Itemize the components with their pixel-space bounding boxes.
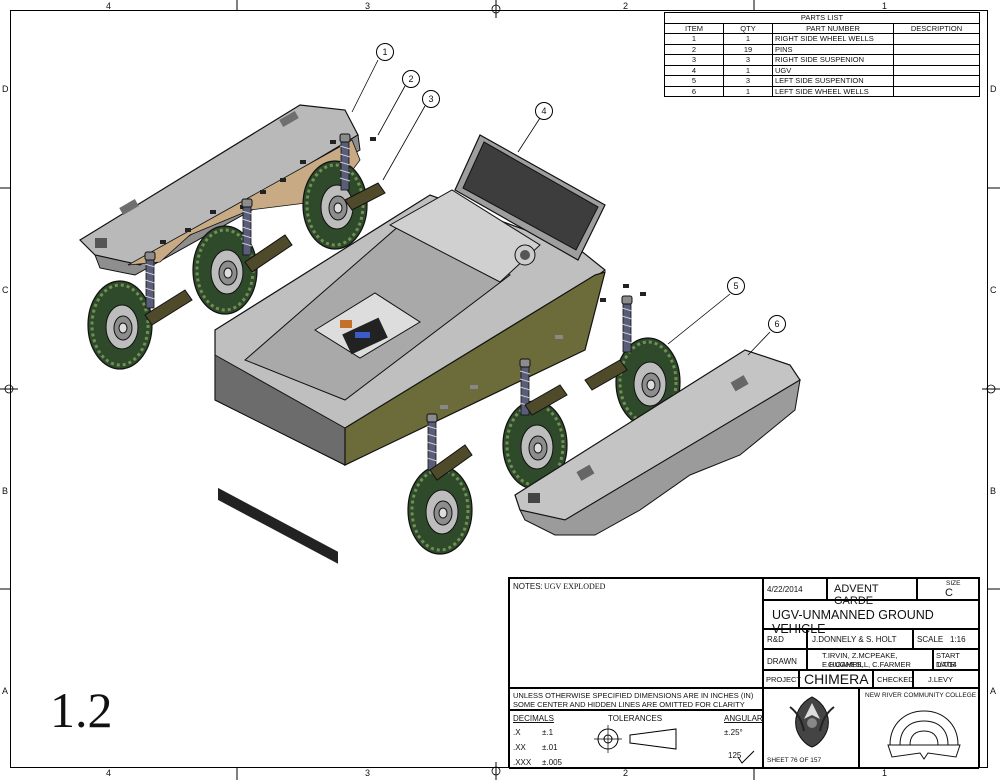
checked-label: CHECKED [877,675,914,684]
checked-value-cell: J.LEVY [913,670,979,688]
item-3-right-side-suspension [86,133,386,371]
project-value: CHIMERA [804,671,869,687]
item-2-pins [160,137,646,302]
start-date-value: 1/7/14 [936,660,957,669]
zone-row-left-D: D [2,84,9,94]
size-cell: SIZE C [917,578,979,600]
zone-row-left-B: B [2,486,9,496]
surface-finish-icon [737,750,755,764]
zone-col-top-2: 2 [623,1,629,11]
balloon-3: 3 [422,90,440,108]
tolerance-place: .X [513,728,521,737]
rd-value-cell: J.DONNELY & S. HOLT [807,629,913,649]
item-description [893,85,980,97]
zone-row-left-C: C [2,285,9,295]
griffin-logo-icon [789,696,835,748]
rd-label: R&D [767,635,784,644]
scale-value: 1:16 [950,635,966,644]
checked-value: J.LEVY [928,675,954,684]
start-date-cell: START DATE 1/7/14 [933,649,979,670]
projection-symbol-icon [594,725,677,753]
drawn-names-line-2: C.GAMBILL, C.FARMER [828,660,911,669]
sheet-label: 1.2 [50,682,113,738]
notes-label: NOTES: [513,582,543,591]
college-name: NEW RIVER COMMUNITY COLLEGE [865,692,977,699]
dimension-note-1: UNLESS OTHERWISE SPECIFIED DIMENSIONS AR… [513,691,754,700]
dimension-note-2: SOME CENTER AND HIDDEN LINES ARE OMITTED… [513,700,745,709]
scale-cell: SCALE 1:16 [913,629,979,649]
college-cell: NEW RIVER COMMUNITY COLLEGE [859,688,979,769]
sheet-count: SHEET 76 OF 157 [767,757,822,764]
tolerance-place: .XXX [513,758,532,767]
zone-row-right-D: D [990,84,997,94]
drawn-label-cell: DRAWN [763,649,807,670]
date-cell: 4/22/2014 [763,578,827,600]
drawn-value-cell: T.IRVIN, Z.MCPEAKE, E.HUGHES, C.GAMBILL,… [807,649,933,670]
parts-list-table: PARTS LIST ITEM QTY PART NUMBER DESCRIPT… [664,12,980,97]
balloon-6: 6 [768,315,786,333]
project-value-cell: CHIMERA [799,670,873,688]
drawn-label: DRAWN [767,657,797,666]
tolerances-label: TOLERANCES [608,714,663,723]
zone-col-top-4: 4 [106,1,112,11]
balloon-leaders [351,59,771,356]
tolerance-value: ±.1 [542,728,554,737]
rd-label-cell: R&D [763,629,807,649]
decimals-label: DECIMALS [513,714,554,723]
college-seal-icon [887,710,961,760]
zone-col-bottom-4: 4 [106,768,112,778]
title-cell: UGV-UNMANNED GROUND VEHICLE [763,600,979,636]
item-4-ugv-body [214,134,606,564]
zone-row-right-A: A [990,686,997,696]
zone-col-bottom-3: 3 [365,768,371,778]
exploded-assembly-view [79,59,801,564]
logo-cell: SHEET 76 OF 157 [763,688,859,769]
rd-value: J.DONNELY & S. HOLT [812,635,897,644]
item-5-left-side-suspension [406,295,682,556]
company-name: ADVENT GARDE [834,583,879,607]
tolerance-value: ±.01 [542,743,558,752]
checked-label-cell: CHECKED [873,670,914,688]
zone-row-left-A: A [2,686,9,696]
zone-row-right-C: C [990,285,997,295]
item-6-left-wheel-wells [514,349,801,536]
surface-finish-value: 125 [728,751,742,760]
tolerance-value: ±.005 [542,758,562,767]
drawing-date: 4/22/2014 [767,585,803,594]
company-cell: ADVENT GARDE [827,578,917,607]
balloon-1: 1 [376,43,394,61]
dimension-notes-box: UNLESS OTHERWISE SPECIFIED DIMENSIONS AR… [509,688,763,710]
zone-row-right-B: B [990,486,997,496]
notes-box: NOTES: UGV EXPLODED [509,578,763,688]
zone-col-top-3: 3 [365,1,371,11]
scale-label: SCALE [917,635,944,644]
size-label: SIZE [946,580,961,587]
start-date-label: START DATE [936,651,960,669]
balloon-2: 2 [402,70,420,88]
angular-value: ±.25° [724,728,743,737]
title-block: NOTES: UGV EXPLODED UNLESS OTHERWISE SPE… [508,577,980,769]
drawn-names-line-1: T.IRVIN, Z.MCPEAKE, E.HUGHES, [822,651,898,669]
angular-label: ANGULAR [724,714,763,723]
size-value: C [945,587,953,599]
zone-col-bottom-2: 2 [623,768,629,778]
balloon-4: 4 [535,102,553,120]
notes-text: UGV EXPLODED [544,582,606,591]
balloon-5: 5 [727,277,745,295]
tolerance-place: .XX [513,743,526,752]
project-label-cell: PROJECT [763,670,802,688]
project-label: PROJECT [766,675,802,684]
tolerances-box: DECIMALS TOLERANCES ANGULAR .X ±.1 .XX ±… [509,710,763,769]
zone-col-top-1: 1 [882,1,888,11]
zone-col-bottom-1: 1 [882,768,888,778]
